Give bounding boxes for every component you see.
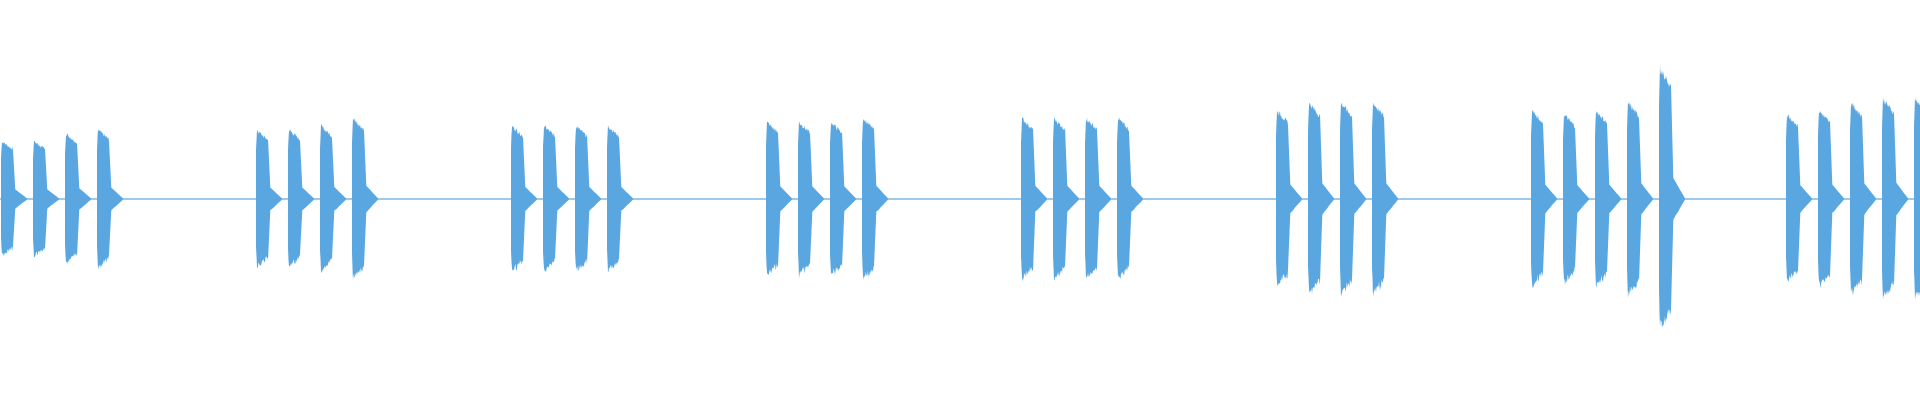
- waveform-burst-core: [1821, 197, 1829, 201]
- waveform-burst: [1850, 102, 1876, 296]
- waveform-burst: [1308, 102, 1334, 295]
- waveform-group: [256, 118, 378, 281]
- waveform-burst: [320, 124, 346, 274]
- waveform-burst: [798, 121, 824, 278]
- waveform-burst: [256, 130, 282, 269]
- waveform-burst: [1531, 110, 1557, 289]
- waveform-burst-core: [1088, 197, 1096, 201]
- waveform-burst-core: [1311, 197, 1319, 201]
- waveform-burst-core: [1120, 197, 1128, 201]
- waveform-burst-core: [1534, 197, 1542, 201]
- waveform-burst: [33, 140, 59, 258]
- waveform-burst-core: [291, 197, 299, 201]
- waveform-burst: [1340, 102, 1366, 297]
- waveform-group: [766, 119, 888, 280]
- waveform-burst: [65, 133, 91, 265]
- waveform-burst: [1627, 101, 1653, 299]
- waveform-group: [1531, 66, 1685, 328]
- waveform-burst-core: [1566, 197, 1574, 201]
- waveform-burst-core: [610, 197, 618, 201]
- waveform-burst-core: [355, 197, 363, 201]
- waveform-burst-core: [514, 197, 522, 201]
- waveform-burst: [1053, 117, 1079, 281]
- waveform-burst-core: [259, 197, 267, 201]
- waveform-burst-core: [1375, 197, 1383, 201]
- waveform-burst-core: [1598, 197, 1606, 201]
- waveform-burst: [1595, 110, 1621, 287]
- waveform-burst-core: [1630, 197, 1638, 201]
- waveform-burst: [1, 142, 27, 256]
- waveform-burst: [1021, 117, 1047, 282]
- waveform-burst: [1786, 114, 1812, 282]
- waveform-burst-core: [1024, 197, 1032, 201]
- waveform-group: [1786, 97, 1920, 300]
- waveform-burst-core: [323, 197, 331, 201]
- waveform-burst: [352, 118, 378, 281]
- waveform-burst-core: [865, 197, 873, 201]
- waveform-burst: [607, 125, 633, 273]
- waveform-group: [1021, 117, 1143, 282]
- waveform-burst-core: [100, 197, 108, 201]
- waveform-burst-core: [1343, 197, 1351, 201]
- waveform-burst-core: [1056, 197, 1064, 201]
- waveform-burst: [1563, 114, 1589, 285]
- waveform-burst-core: [1853, 197, 1861, 201]
- waveform-burst-core: [4, 197, 12, 201]
- waveform-burst-core: [769, 197, 777, 201]
- waveform-burst: [1818, 110, 1844, 289]
- waveform-burst-core: [1789, 197, 1797, 201]
- waveform-burst-core: [578, 197, 586, 201]
- waveform-burst: [511, 125, 537, 271]
- waveform-burst-core: [801, 197, 809, 201]
- waveform-group: [1, 128, 123, 269]
- waveform-burst: [862, 119, 888, 280]
- waveform-burst: [288, 129, 314, 267]
- waveform-burst-core: [833, 197, 841, 201]
- waveform-burst: [766, 121, 792, 275]
- waveform-burst: [543, 125, 569, 273]
- waveform-burst-core: [546, 197, 554, 201]
- waveform-burst: [1659, 66, 1685, 328]
- waveform-burst: [830, 122, 856, 275]
- waveform-burst: [1276, 110, 1302, 286]
- waveform-burst: [575, 126, 601, 271]
- waveform-baseline: [0, 198, 1920, 200]
- waveform-burst-core: [1917, 197, 1920, 201]
- waveform-burst: [97, 128, 123, 269]
- waveform-burst-core: [1279, 197, 1287, 201]
- waveform-burst-core: [1662, 197, 1670, 201]
- waveform-burst-core: [36, 197, 44, 201]
- waveform-burst: [1372, 102, 1398, 297]
- waveform-group: [511, 125, 633, 273]
- waveform-burst: [1882, 97, 1908, 300]
- waveform-burst: [1085, 117, 1111, 278]
- waveform-burst-core: [68, 197, 76, 201]
- waveform-burst-core: [1885, 197, 1893, 201]
- waveform-burst: [1117, 117, 1143, 280]
- waveform-group: [1276, 102, 1398, 297]
